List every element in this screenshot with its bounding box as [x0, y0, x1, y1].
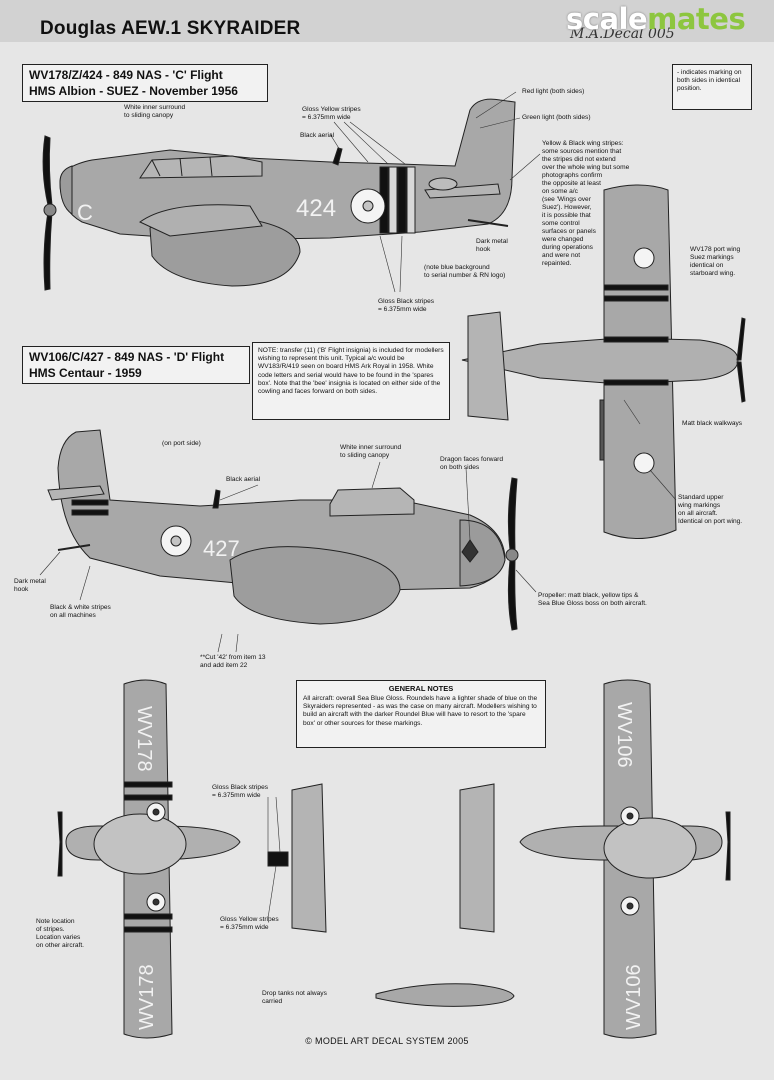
callout-yellow-black-stripes: Yellow & Black wing stripes: some source…: [542, 140, 630, 267]
transfer-note-box: NOTE: transfer (11) ('B' Flight insignia…: [252, 342, 450, 420]
callout-gloss-black-2: Gloss Black stripes = 6.375mm wide: [212, 784, 269, 799]
watermark-part-b: mates: [647, 2, 746, 36]
top-view-aircraft: [461, 184, 746, 540]
aircraft1-title-line2: HMS Albion - SUEZ - November 1956: [29, 84, 238, 98]
callout-note-location: Note location of stripes. Location varie…: [36, 918, 85, 949]
callout-cut-42: **Cut '42' from item 13 and add item 22: [200, 654, 266, 669]
aircraft1-title-box: WV178/Z/424 - 849 NAS - 'C' Flight HMS A…: [22, 64, 268, 102]
aircraft2-title-line2: HMS Centaur - 1959: [29, 366, 142, 380]
legend-box: - indicates marking on both sides in ide…: [672, 64, 752, 110]
transfer-note-text: NOTE: transfer (11) ('B' Flight insignia…: [258, 347, 444, 396]
callout-black-aerial-1: Black aerial: [300, 132, 335, 139]
general-notes-box: GENERAL NOTES All aircraft: overall Sea …: [296, 680, 546, 748]
underside-right-view: [459, 679, 731, 1039]
copyright-footer: © MODEL ART DECAL SYSTEM 2005: [305, 1036, 469, 1046]
callout-white-inner-1: White inner surround to sliding canopy: [124, 104, 186, 119]
aircraft1-code: 424: [296, 195, 336, 222]
callout-drop-tanks: Drop tanks not always carried: [262, 990, 327, 1005]
underside-right-serial-top: WV106: [613, 702, 635, 768]
callout-dark-hook-1: Dark metal hook: [476, 238, 508, 253]
general-notes-title: GENERAL NOTES: [388, 684, 454, 693]
callout-leader-lines: [39, 91, 677, 919]
callout-gloss-yellow-2: Gloss Yellow stripes = 6.375mm wide: [220, 916, 279, 931]
underside-left-serial-bottom: WV178: [136, 964, 158, 1030]
callout-on-port-side: (on port side): [162, 440, 201, 447]
legend-note: - indicates marking on both sides in ide…: [677, 69, 742, 92]
aircraft2-code: 427: [203, 536, 240, 561]
callout-green-light: Green light (both sides): [522, 114, 591, 121]
callout-blue-background: (note blue background to serial number &…: [424, 264, 506, 279]
aircraft2-title-box: WV106/C/427 - 849 NAS - 'D' Flight HMS C…: [22, 346, 250, 384]
underside-left-view: [57, 679, 327, 1039]
aircraft1-side-view: [42, 98, 516, 291]
aircraft2-side-view: [47, 429, 519, 631]
callout-black-aerial-2: Black aerial: [226, 476, 261, 483]
callout-propeller: Propeller: matt black, yellow tips & Sea…: [538, 592, 647, 607]
underside-left-serial-top: WV178: [133, 706, 155, 772]
underside-right-serial-bottom: WV106: [623, 964, 645, 1030]
aircraft1-title-line1: WV178/Z/424 - 849 NAS - 'C' Flight: [29, 68, 223, 82]
callout-red-light: Red light (both sides): [522, 88, 585, 95]
watermark-part-a: scale: [566, 2, 648, 36]
handwritten-reference: M.A.Decal 005: [570, 26, 675, 42]
callout-port-wing: WV178 port wing Suez markings identical …: [690, 246, 741, 277]
callout-bw-stripes: Black & white stripes on all machines: [50, 604, 111, 619]
callout-gloss-yellow-1: Gloss Yellow stripes = 6.375mm wide: [302, 106, 361, 121]
callout-white-inner-2: White inner surround to sliding canopy: [340, 444, 402, 459]
sheet-title: Douglas AEW.1 SKYRAIDER: [40, 18, 301, 39]
aircraft2-title-line1: WV106/C/427 - 849 NAS - 'D' Flight: [29, 350, 225, 364]
drop-tank: [375, 983, 515, 1007]
callout-standard-upper: Standard upper wing markings on all airc…: [678, 494, 743, 525]
watermark-logo: scalemates: [566, 2, 746, 36]
aircraft1-fin-letter: C: [77, 200, 93, 225]
header-band: [0, 0, 774, 42]
callout-gloss-black-1: Gloss Black stripes = 6.375mm wide: [378, 298, 435, 313]
callout-walkways: Matt black walkways: [682, 420, 743, 427]
callout-dark-hook-2: Dark metal hook: [14, 578, 46, 593]
callout-dragon: Dragon faces forward on both sides: [440, 456, 504, 471]
general-notes-text: All aircraft: overall Sea Blue Gloss. Ro…: [303, 695, 538, 727]
